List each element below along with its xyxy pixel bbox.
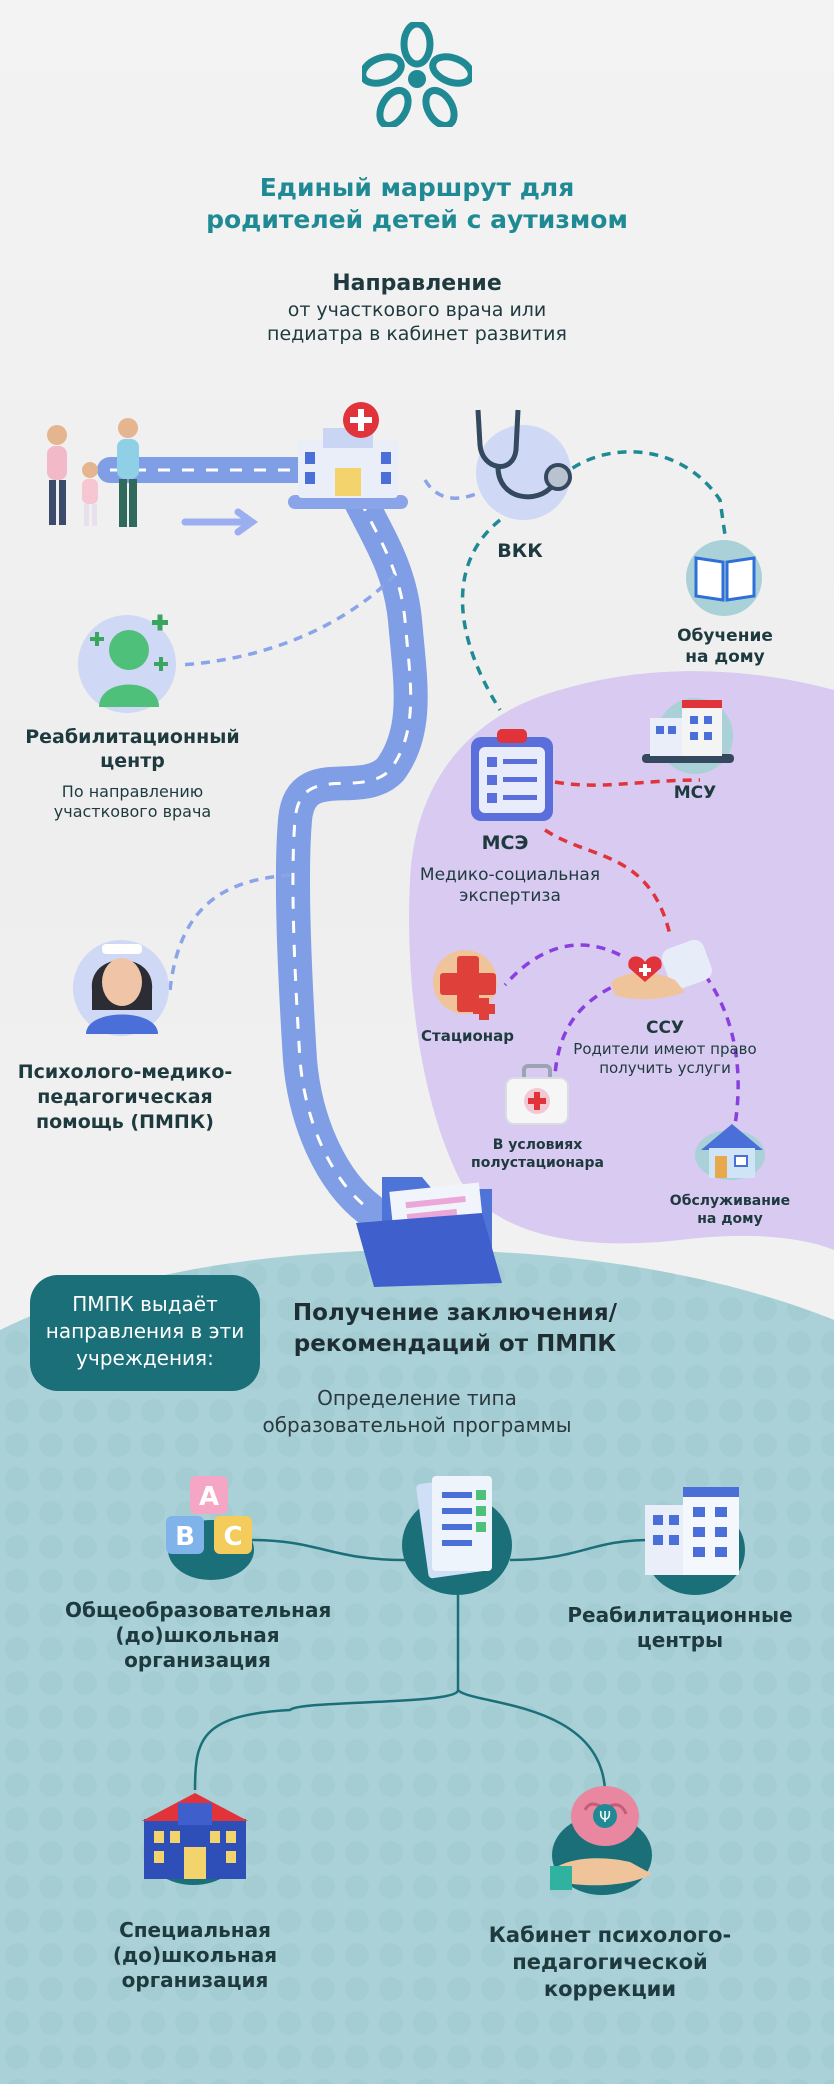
family-icon <box>47 418 139 527</box>
hospital-building-icon <box>288 402 408 509</box>
svg-text:A: A <box>199 1482 219 1512</box>
book-icon <box>694 556 756 602</box>
hand-heart-icon <box>611 940 712 1000</box>
red-cross-icon <box>440 956 496 1020</box>
abc-blocks-icon: A B C <box>166 1476 252 1554</box>
nurse-rehab-icon <box>90 614 168 707</box>
snowflake-logo-icon <box>362 22 472 127</box>
page-title: Единый маршрут для родителей детей с аут… <box>206 173 628 234</box>
hospital-label: Стационар <box>421 1027 514 1045</box>
clipboard-icon <box>471 729 553 821</box>
brain-hand-icon: Ψ <box>550 1786 652 1890</box>
clinic-icon <box>642 700 734 763</box>
direction-block: Направление от участкового врача или пед… <box>167 270 667 346</box>
conclusion-title: Получение заключения/рекомендаций от ПМП… <box>292 1300 618 1357</box>
folder-icon <box>356 1177 502 1287</box>
school-icon <box>142 1793 248 1879</box>
psychologist-icon <box>86 944 158 1034</box>
svg-text:B: B <box>175 1522 195 1552</box>
ssu-label: ССУ <box>645 1018 685 1038</box>
svg-text:Ψ: Ψ <box>599 1808 611 1826</box>
house-icon <box>701 1124 763 1178</box>
arrow-right-icon <box>181 508 259 536</box>
first-aid-kit-icon <box>505 1064 569 1125</box>
mse-label: МСЭ <box>481 832 529 854</box>
documents-icon <box>416 1476 492 1579</box>
stethoscope-icon <box>475 409 572 500</box>
vkk-label: ВКК <box>497 540 543 562</box>
rehab-building-icon <box>645 1487 739 1575</box>
msu-label: МСУ <box>673 783 717 803</box>
direction-title: Направление <box>332 271 502 296</box>
svg-text:C: C <box>223 1522 242 1552</box>
